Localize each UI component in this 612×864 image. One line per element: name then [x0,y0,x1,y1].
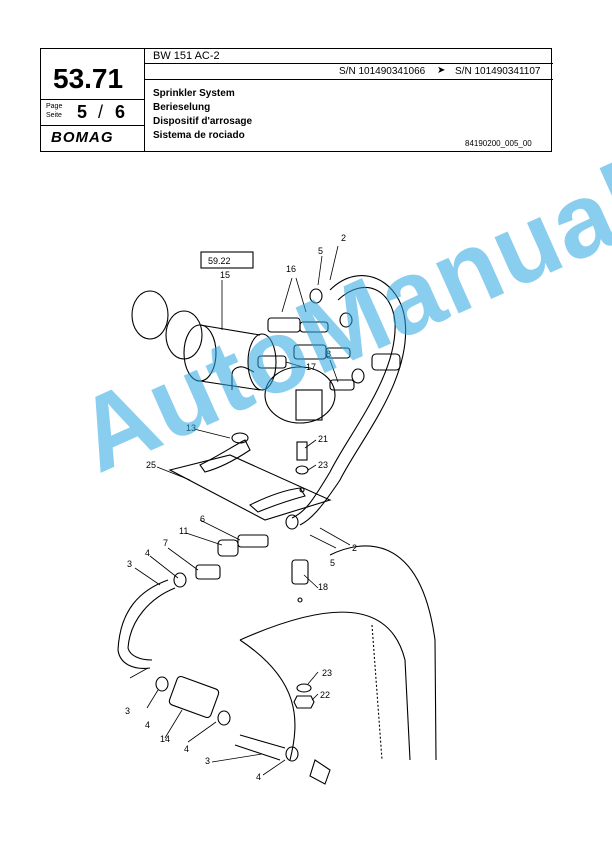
connector-16 [325,347,351,359]
callout-4: 4 [184,744,189,754]
section-number: 53.71 [53,63,124,94]
pump-outlet-block [295,389,323,421]
fender-outline [329,545,437,761]
clamp-5 [339,312,353,328]
rubber-mount [249,487,306,513]
serial-to: S/N 101490341107 [455,66,541,77]
hose-3-short [234,734,286,761]
hose-clamp-large [165,310,203,360]
hole [299,487,305,493]
bracket-13 [231,432,249,444]
clamp-4 [173,572,187,588]
page-total: 6 [115,102,126,122]
callout-8: 8 [326,349,331,359]
callout-3: 3 [125,706,130,716]
pump-body [199,324,261,391]
callout-4: 4 [145,548,150,558]
hose-3 [117,579,169,669]
page-separator: / [98,102,104,122]
callout-13: 13 [186,423,196,433]
title-de: Berieselung [153,102,211,113]
leader-lines [129,245,351,776]
pump-motor-face [247,333,277,391]
serial-arrow-icon: ➤ [437,65,446,76]
brand-logo: BOMAG [51,129,114,146]
clamp-4 [217,710,231,726]
callout-18: 18 [318,582,328,592]
washer-23 [295,465,309,475]
fender-seam [371,624,383,761]
nut-22 [293,695,315,709]
washer-23 [296,683,312,693]
fender-inner-outline [239,611,411,761]
frame-outline [239,639,296,761]
mounting-plate-25 [168,454,332,521]
damper-18 [291,559,309,585]
callout-4: 4 [145,720,150,730]
screw-21 [296,441,308,461]
fitting-11 [217,539,239,557]
callout-23: 23 [318,460,328,470]
model-name: BW 151 AC-2 [153,50,220,62]
title-en: Sprinkler System [153,88,235,99]
filter-14 [168,675,220,719]
serial-from: S/N 101490341066 [339,66,426,77]
hose-2-inner [291,287,396,519]
title-block-rule [41,99,144,100]
title-block-rule [145,79,553,80]
clamp-5 [285,514,299,530]
fitting-6 [237,534,269,548]
title-block: BW 151 AC-2 S/N 101490341066 ➤ S/N 10149… [40,48,553,152]
fitting-7 [195,564,221,580]
clamp-4 [285,746,299,762]
callout-2: 2 [341,233,346,243]
callout-17: 17 [306,362,316,372]
reference-box-label: 59.22 [208,256,231,266]
elbow-fitting [231,366,255,390]
clamp-5 [351,368,365,384]
callout-5: 5 [318,246,323,256]
hole [297,597,303,603]
callout-5: 5 [330,558,335,568]
title-block-rule [145,63,553,64]
callout-7: 7 [163,538,168,548]
callout-4: 4 [256,772,261,782]
document-number: 84190200_005_00 [465,139,532,148]
reference-box [200,251,254,269]
hose-3-inner [127,587,176,661]
callout-15: 15 [220,270,230,280]
pump-housing [264,366,336,424]
callout-2: 2 [352,543,357,553]
title-block-rule [41,125,144,126]
callout-11: 11 [179,526,188,536]
callout-25: 25 [146,460,156,470]
callout-3: 3 [127,559,132,569]
clamp-4 [155,676,169,692]
callout-23: 23 [322,668,332,678]
callout-6: 6 [200,514,205,524]
fitting-8 [329,379,355,391]
page-current: 5 [77,102,88,122]
fitting-8-sleeve [371,353,401,371]
callout-16: 16 [286,264,296,274]
title-fr: Dispositif d'arrosage [153,116,253,127]
clamp-5 [309,288,323,304]
callout-22: 22 [320,690,330,700]
hose-clamp-large [131,290,169,340]
page-label-de: Seite [46,112,62,119]
connector-16 [299,321,329,333]
callout-14: 14 [160,734,170,744]
callout-21: 21 [318,434,328,444]
page-label: Page [46,103,63,110]
callout-3: 3 [205,756,210,766]
title-es: Sistema de rociado [153,130,245,141]
rubber-mount [199,439,251,473]
title-block-divider [144,49,145,152]
elbow-nozzle [309,759,331,785]
